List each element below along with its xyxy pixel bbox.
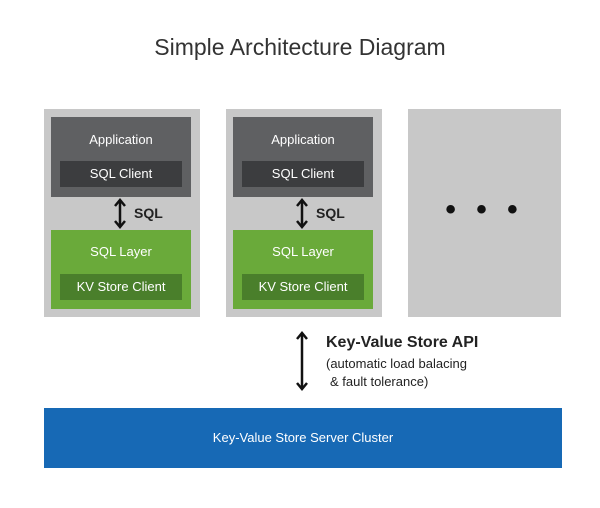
application-box: Application SQL Client <box>233 117 373 197</box>
application-label: Application <box>89 132 153 147</box>
more-nodes-placeholder: • • • <box>408 109 561 317</box>
sql-layer-box: SQL Layer KV Store Client <box>51 230 191 309</box>
kv-server-cluster: Key-Value Store Server Cluster <box>44 408 562 468</box>
sql-layer-box: SQL Layer KV Store Client <box>233 230 373 309</box>
api-double-arrow-icon <box>296 331 308 391</box>
application-label: Application <box>271 132 335 147</box>
api-description-line-2: & fault tolerance) <box>330 374 429 389</box>
client-node-1: Application SQL Client SQL SQL Layer KV … <box>44 109 200 317</box>
client-node-2: Application SQL Client SQL SQL Layer KV … <box>226 109 382 317</box>
sql-link-label: SQL <box>134 205 163 221</box>
double-arrow-icon <box>296 198 308 229</box>
sql-link-label: SQL <box>316 205 345 221</box>
diagram-title: Simple Architecture Diagram <box>154 34 446 60</box>
application-box: Application SQL Client <box>51 117 191 197</box>
sql-client-box: SQL Client <box>242 161 364 187</box>
sql-client-box: SQL Client <box>60 161 182 187</box>
ellipsis-icon: • • • <box>445 193 524 226</box>
kv-store-client-box: KV Store Client <box>60 274 182 300</box>
api-description-line-1: (automatic load balacing <box>326 356 467 371</box>
sql-connection: SQL <box>286 197 366 230</box>
sql-layer-label: SQL Layer <box>272 244 334 259</box>
kv-store-client-box: KV Store Client <box>242 274 364 300</box>
double-arrow-icon <box>114 198 126 229</box>
sql-connection: SQL <box>104 197 184 230</box>
api-title: Key-Value Store API <box>326 334 479 351</box>
sql-layer-label: SQL Layer <box>90 244 152 259</box>
